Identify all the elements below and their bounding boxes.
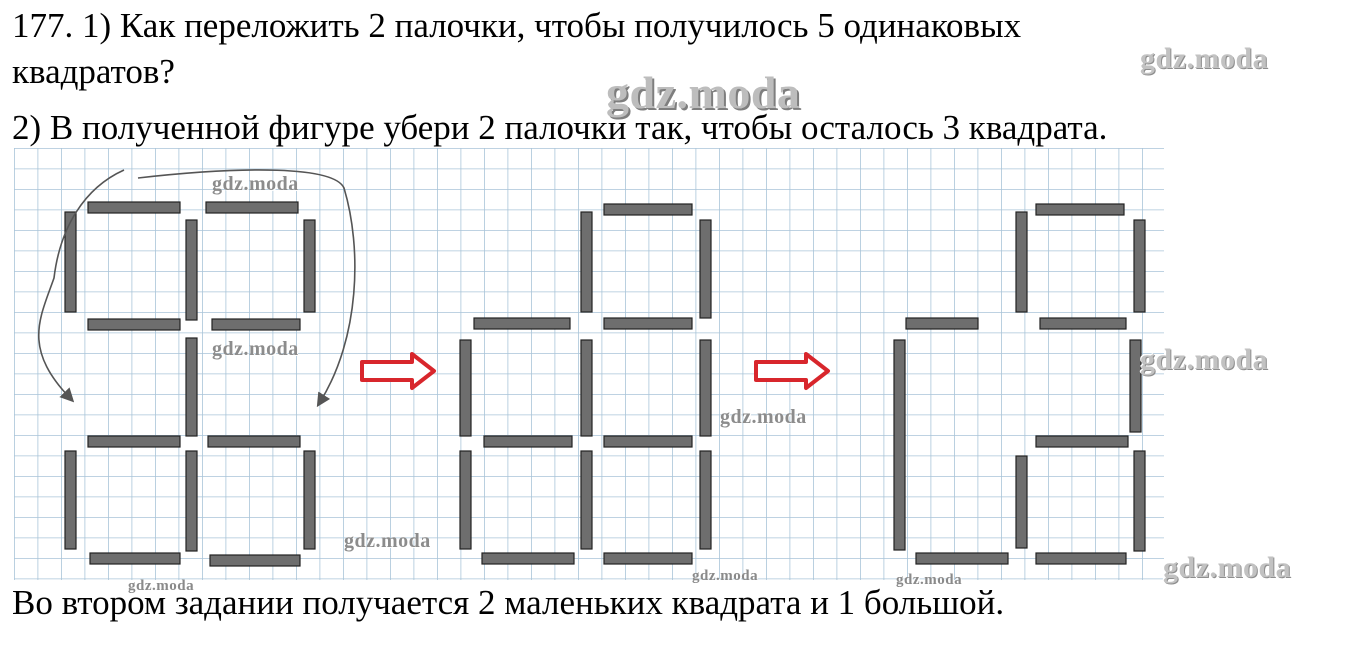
task-line-2: квадратов? <box>12 52 175 91</box>
stick <box>473 317 571 330</box>
stick <box>185 450 198 552</box>
watermark: gdz.moda <box>128 578 195 594</box>
stick <box>1035 203 1125 216</box>
stick <box>580 211 593 313</box>
stick <box>1039 317 1127 330</box>
watermark: gdz.moda <box>344 530 431 552</box>
red-arrow-2 <box>754 352 830 390</box>
task-line-1: 177. 1) Как переложить 2 палочки, чтобы … <box>12 6 1022 45</box>
stick <box>303 219 316 313</box>
stick <box>603 203 693 216</box>
curved-arrow-left <box>38 169 125 403</box>
stick <box>580 450 593 550</box>
stick <box>699 450 712 550</box>
stick <box>64 211 77 313</box>
stick <box>205 201 299 214</box>
watermark: gdz.moda <box>212 338 299 360</box>
watermark: gdz.moda <box>212 173 299 195</box>
stick <box>893 339 906 551</box>
stick <box>207 435 301 448</box>
matchstick-diagram <box>14 148 1164 580</box>
stick <box>603 552 693 565</box>
stick <box>915 552 1009 565</box>
stick <box>1035 552 1127 565</box>
stick <box>481 552 575 565</box>
watermark: gdz.moda <box>606 67 801 118</box>
stick <box>87 318 181 331</box>
stick <box>303 450 316 550</box>
stick <box>1015 455 1028 549</box>
matchstick-figure <box>14 148 1164 580</box>
stick <box>185 337 198 437</box>
stick <box>1035 435 1129 448</box>
stick <box>1133 219 1146 313</box>
red-arrow-1 <box>360 352 436 390</box>
stick <box>905 317 979 330</box>
stick <box>580 339 593 437</box>
stick <box>64 450 77 550</box>
stick <box>459 339 472 437</box>
watermark: gdz.moda <box>692 568 759 584</box>
watermark: gdz.moda <box>1140 343 1269 376</box>
figure-1-initial <box>64 201 316 567</box>
stick <box>1015 211 1028 313</box>
stick <box>1133 450 1146 552</box>
stick <box>185 219 198 321</box>
watermark: gdz.moda <box>1163 551 1292 584</box>
stick <box>1129 339 1142 433</box>
stick <box>89 552 181 565</box>
curved-arrow-right <box>137 169 356 408</box>
stick <box>87 201 181 214</box>
figure-2-result <box>459 203 712 565</box>
stick <box>483 435 573 448</box>
stick <box>211 318 301 331</box>
stick <box>699 219 712 319</box>
stick <box>603 317 693 330</box>
watermark: gdz.moda <box>896 572 963 588</box>
stick <box>87 435 181 448</box>
stick <box>459 450 472 550</box>
task-line-3: 2) В полученной фигуре убери 2 палочки т… <box>12 108 1108 147</box>
stick <box>603 435 693 448</box>
stick <box>209 554 301 567</box>
figure-3-final <box>893 203 1146 565</box>
watermark: gdz.moda <box>720 406 807 428</box>
answer-text: Во втором задании получается 2 маленьких… <box>12 583 1005 622</box>
watermark: gdz.moda <box>1140 42 1269 75</box>
stick <box>699 339 712 437</box>
